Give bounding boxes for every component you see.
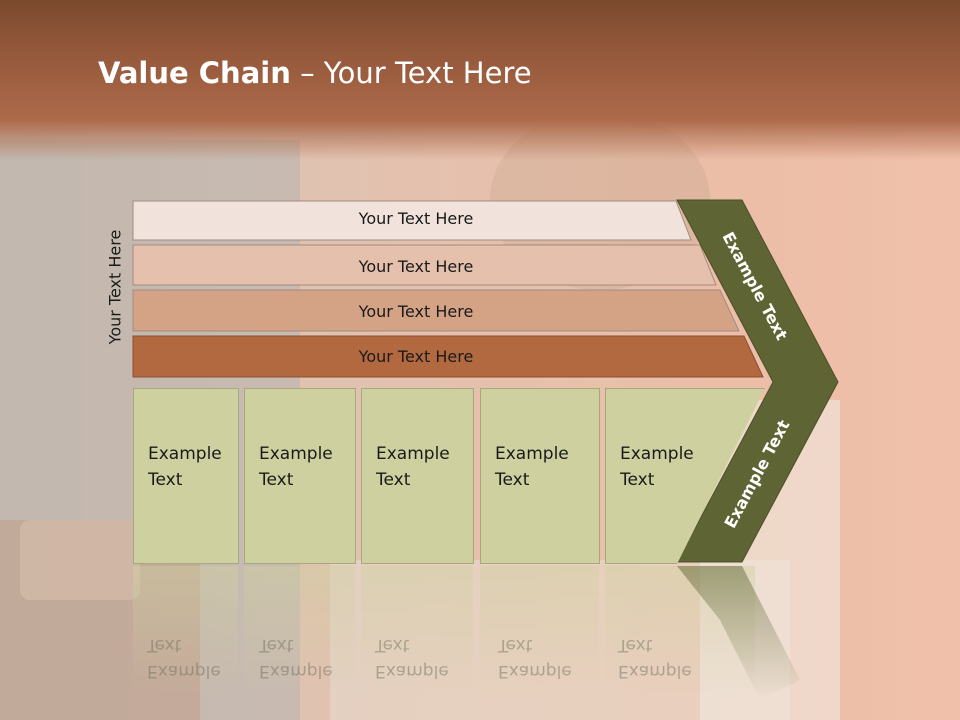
band-2 [132, 244, 717, 286]
band-2-label: Your Text Here [358, 257, 474, 276]
box-3-text: Example Text [376, 444, 450, 490]
title-rest: – Your Text Here [290, 56, 532, 90]
box-1-text: Example Text [148, 444, 222, 490]
chevron-arrow [676, 199, 839, 563]
band-3 [132, 289, 740, 332]
activity-box-2: Example Text [244, 388, 356, 564]
band-4 [132, 335, 764, 378]
box-2-text: Example Text [259, 444, 333, 490]
band-1-label: Your Text Here [358, 209, 474, 228]
slide-title: Value Chain – Your Text Here [98, 56, 532, 90]
activity-box-1: Example Text [133, 388, 239, 564]
reflection-2: Example Text [259, 635, 333, 681]
header-band [0, 0, 960, 160]
reflection-1: Example Text [147, 635, 221, 681]
reflection-5: Example Text [618, 635, 692, 681]
band-3-label: Your Text Here [358, 302, 474, 321]
band-4-label: Your Text Here [358, 347, 474, 366]
box-5-text: Example Text [620, 444, 694, 490]
title-bold: Value Chain [98, 56, 291, 90]
reflection-4: Example Text [498, 635, 572, 681]
box-4-text: Example Text [495, 444, 569, 490]
activity-box-4: Example Text [480, 388, 600, 564]
reflection-3: Example Text [375, 635, 449, 681]
band-1 [132, 200, 692, 241]
activity-box-3: Example Text [361, 388, 474, 564]
